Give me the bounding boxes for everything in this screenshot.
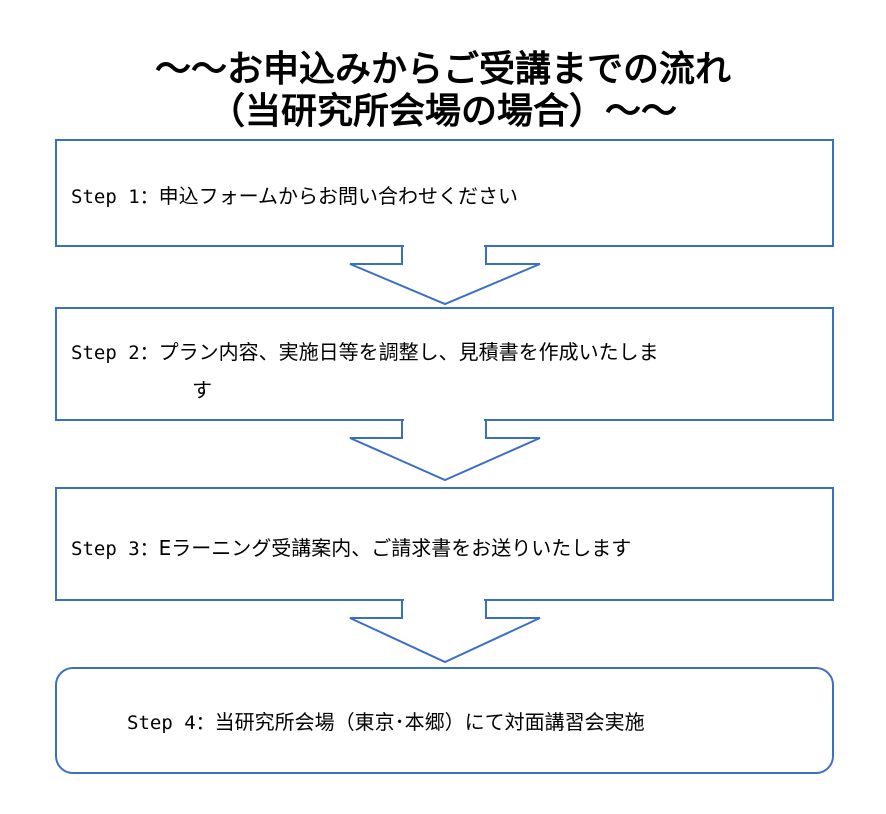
- step-2-text: Step 2：プラン内容、実施日等を調整し、見積書を作成いたしま: [71, 332, 659, 373]
- step-2-box: [55, 307, 834, 421]
- flow-arrow-2: [349, 418, 541, 482]
- step-3-box: [55, 487, 834, 601]
- step-1-text: Step 1：申込フォームからお問い合わせください: [71, 176, 518, 217]
- step-1-box: [55, 139, 834, 247]
- step-3-description: Eラーニング受講案内、ご請求書をお送りいたします: [158, 536, 632, 560]
- page-title-line-2: （当研究所会場の場合）～～: [208, 91, 677, 132]
- step-2-description: プラン内容、実施日等を調整し、見積書を作成いたしま: [158, 340, 659, 364]
- step-2-label: Step 2：: [71, 342, 159, 364]
- step-1-label: Step 1：: [71, 186, 159, 208]
- step-2-text-continued: す: [192, 378, 212, 402]
- step-4-label: Step 4：: [127, 712, 215, 734]
- flow-arrow-1: [349, 244, 541, 306]
- flow-arrow-3: [349, 598, 541, 664]
- step-3-label: Step 3：: [71, 538, 159, 560]
- page-title-line-1: ～～お申込みからご受講までの流れ: [154, 49, 731, 90]
- step-3-text: Step 3：Eラーニング受講案内、ご請求書をお送りいたします: [71, 528, 631, 569]
- step-1-description: 申込フォームからお問い合わせください: [158, 184, 519, 208]
- step-4-box: [55, 667, 834, 774]
- step-4-description: 当研究所会場（東京･本郷）にて対面講習会実施: [214, 710, 645, 734]
- step-4-text: Step 4：当研究所会場（東京･本郷）にて対面講習会実施: [127, 702, 645, 743]
